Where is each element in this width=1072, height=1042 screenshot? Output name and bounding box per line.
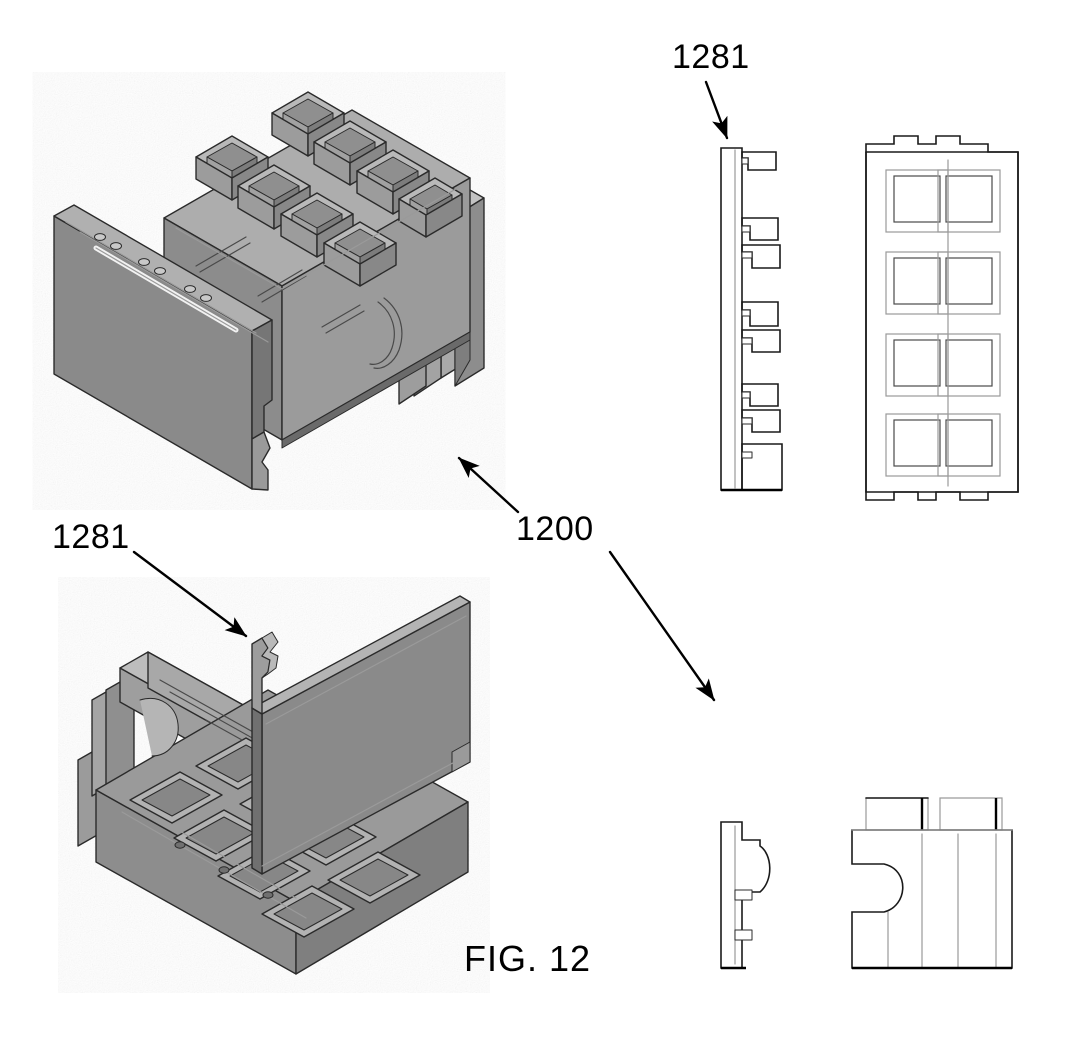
underside-cell xyxy=(261,885,355,938)
arrow-1281-top xyxy=(704,80,729,140)
reference-label-1281-top: 1281 xyxy=(672,38,750,76)
arrow-1200-down xyxy=(608,550,716,702)
cavity-tower xyxy=(280,192,354,258)
lower-front-elevation xyxy=(851,797,1013,970)
reference-label-1281-left: 1281 xyxy=(52,518,130,556)
cavity-tower-group xyxy=(195,91,463,287)
upper-front-elevation xyxy=(865,135,1019,501)
latch-hook-1281 xyxy=(251,631,279,715)
cavity-tower xyxy=(323,221,397,287)
cavity-tower xyxy=(195,135,269,201)
semicircular-relief xyxy=(139,698,179,757)
underside-cell xyxy=(129,771,223,824)
cover-plate-upper xyxy=(53,204,273,491)
underside-cell xyxy=(327,851,421,904)
side-elevation-tabs xyxy=(741,151,783,491)
upper-side-elevation xyxy=(720,147,783,492)
lower-side-elevation xyxy=(720,821,771,970)
leader-arrows xyxy=(132,80,729,702)
cover-plate-studs xyxy=(94,233,212,302)
cavity-tower xyxy=(313,120,387,186)
figure-caption: FIG. 12 xyxy=(464,938,592,979)
lower-isometric-assembly xyxy=(77,595,471,975)
upper-isometric-assembly xyxy=(53,91,485,491)
housing-slot-details xyxy=(175,181,469,334)
arrow-1281-left xyxy=(132,550,248,638)
reference-label-1200: 1200 xyxy=(516,510,594,548)
front-elevation-cavities xyxy=(885,169,1001,477)
cover-plate-lower xyxy=(251,595,471,875)
cavity-tower xyxy=(237,164,311,230)
front-elevation-divisions xyxy=(887,833,997,969)
arrow-1200-up xyxy=(457,456,520,514)
lower-side-tabs xyxy=(734,889,753,941)
hook-detail xyxy=(369,297,403,369)
cavity-tower xyxy=(398,177,463,238)
